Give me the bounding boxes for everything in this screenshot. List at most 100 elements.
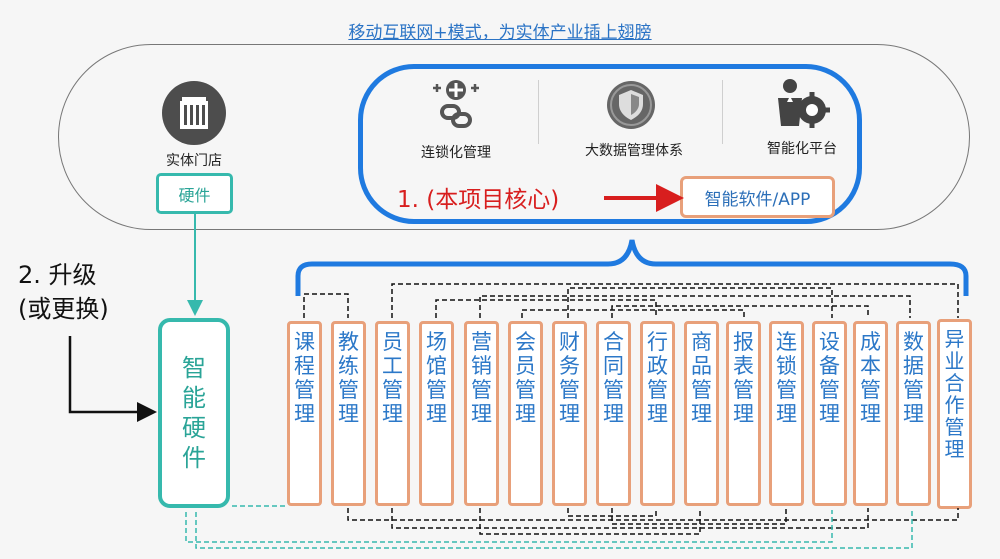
module-char: 品 bbox=[691, 354, 712, 378]
module-char: 理 bbox=[426, 402, 447, 426]
module-box: 设备管理 bbox=[812, 321, 847, 506]
module-char: 合 bbox=[944, 371, 965, 395]
divider bbox=[538, 80, 539, 144]
module-char: 务 bbox=[559, 354, 580, 378]
module-box: 行政管理 bbox=[640, 321, 675, 506]
modules-brace bbox=[295, 239, 969, 296]
core-platform-outline bbox=[358, 64, 862, 224]
module-char: 管 bbox=[819, 378, 840, 402]
module-char: 设 bbox=[819, 330, 840, 354]
module-char: 管 bbox=[603, 378, 624, 402]
module-char: 商 bbox=[691, 330, 712, 354]
module-char: 管 bbox=[776, 378, 797, 402]
module-box: 场馆管理 bbox=[419, 321, 454, 506]
module-box: 营销管理 bbox=[464, 321, 499, 506]
module-char: 员 bbox=[515, 354, 536, 378]
module-box: 数据管理 bbox=[896, 321, 931, 506]
module-char: 馆 bbox=[426, 354, 447, 378]
module-char: 练 bbox=[338, 354, 359, 378]
upgrade-label: 2. 升级 (或更换) bbox=[18, 258, 109, 326]
module-char: 理 bbox=[819, 402, 840, 426]
module-box: 员工管理 bbox=[375, 321, 410, 506]
module-char: 员 bbox=[382, 330, 403, 354]
data-shield-icon bbox=[604, 78, 658, 132]
module-char: 理 bbox=[776, 402, 797, 426]
smart-hardware-char: 硬 bbox=[182, 414, 206, 442]
module-char: 数 bbox=[903, 330, 924, 354]
module-char: 成 bbox=[860, 330, 881, 354]
module-char: 工 bbox=[382, 354, 403, 378]
module-char: 表 bbox=[733, 354, 754, 378]
module-char: 连 bbox=[776, 330, 797, 354]
module-char: 理 bbox=[860, 402, 881, 426]
chain-link-icon bbox=[428, 74, 484, 134]
module-char: 据 bbox=[903, 354, 924, 378]
module-char: 理 bbox=[691, 402, 712, 426]
upgrade-label-line1: 2. 升级 bbox=[18, 261, 97, 289]
building-icon bbox=[162, 81, 226, 145]
module-char: 程 bbox=[294, 354, 315, 378]
core-label: 1. (本项目核心) bbox=[397, 187, 560, 213]
module-char: 本 bbox=[860, 354, 881, 378]
module-char: 理 bbox=[382, 402, 403, 426]
module-box: 连锁管理 bbox=[769, 321, 804, 506]
module-char: 教 bbox=[338, 330, 359, 354]
core-item-2-label: 大数据管理体系 bbox=[585, 143, 683, 159]
module-char: 管 bbox=[559, 378, 580, 402]
module-box: 异业合作管理 bbox=[937, 319, 972, 509]
smart-hardware-box: 智 能 硬 件 bbox=[158, 318, 230, 508]
module-char: 政 bbox=[647, 354, 668, 378]
module-box: 成本管理 bbox=[853, 321, 888, 506]
module-char: 管 bbox=[903, 378, 924, 402]
module-char: 理 bbox=[515, 402, 536, 426]
upgrade-arrow bbox=[68, 336, 157, 422]
gear-person-icon bbox=[770, 76, 832, 134]
module-box: 财务管理 bbox=[552, 321, 587, 506]
module-links-bottom bbox=[347, 508, 959, 535]
module-box: 商品管理 bbox=[684, 321, 719, 506]
module-char: 作 bbox=[944, 393, 965, 417]
module-char: 理 bbox=[944, 437, 965, 461]
module-char: 理 bbox=[733, 402, 754, 426]
module-char: 报 bbox=[733, 330, 754, 354]
module-char: 备 bbox=[819, 354, 840, 378]
module-char: 管 bbox=[515, 378, 536, 402]
module-char: 理 bbox=[294, 402, 315, 426]
smart-hardware-char: 能 bbox=[182, 384, 206, 412]
smart-hardware-char: 智 bbox=[182, 354, 206, 382]
store-label: 实体门店 bbox=[166, 153, 222, 169]
module-char: 锁 bbox=[776, 354, 797, 378]
smart-software-box: 智能软件/APP bbox=[680, 176, 835, 218]
core-item-3-label: 智能化平台 bbox=[767, 141, 837, 157]
module-char: 管 bbox=[944, 415, 965, 439]
page-title[interactable]: 移动互联网+模式，为实体产业插上翅膀 bbox=[348, 23, 652, 43]
module-char: 理 bbox=[338, 402, 359, 426]
module-char: 管 bbox=[647, 378, 668, 402]
module-box: 教练管理 bbox=[331, 321, 366, 506]
module-char: 会 bbox=[515, 330, 536, 354]
upgrade-label-line2: (或更换) bbox=[18, 295, 109, 323]
module-char: 课 bbox=[294, 330, 315, 354]
module-char: 合 bbox=[603, 330, 624, 354]
divider bbox=[722, 80, 723, 144]
module-char: 场 bbox=[426, 330, 447, 354]
module-box: 会员管理 bbox=[508, 321, 543, 506]
module-char: 销 bbox=[471, 354, 492, 378]
module-char: 管 bbox=[294, 378, 315, 402]
module-char: 理 bbox=[559, 402, 580, 426]
smart-hardware-char: 件 bbox=[182, 444, 206, 472]
module-char: 管 bbox=[338, 378, 359, 402]
module-char: 业 bbox=[944, 349, 965, 373]
module-char: 管 bbox=[471, 378, 492, 402]
module-char: 财 bbox=[559, 330, 580, 354]
module-links-top bbox=[303, 283, 959, 318]
module-box: 报表管理 bbox=[726, 321, 761, 506]
module-char: 同 bbox=[603, 354, 624, 378]
module-char: 异 bbox=[944, 327, 965, 351]
module-char: 理 bbox=[647, 402, 668, 426]
core-item-1-label: 连锁化管理 bbox=[421, 145, 491, 161]
module-box: 课程管理 bbox=[287, 321, 322, 506]
module-char: 管 bbox=[382, 378, 403, 402]
module-char: 理 bbox=[603, 402, 624, 426]
